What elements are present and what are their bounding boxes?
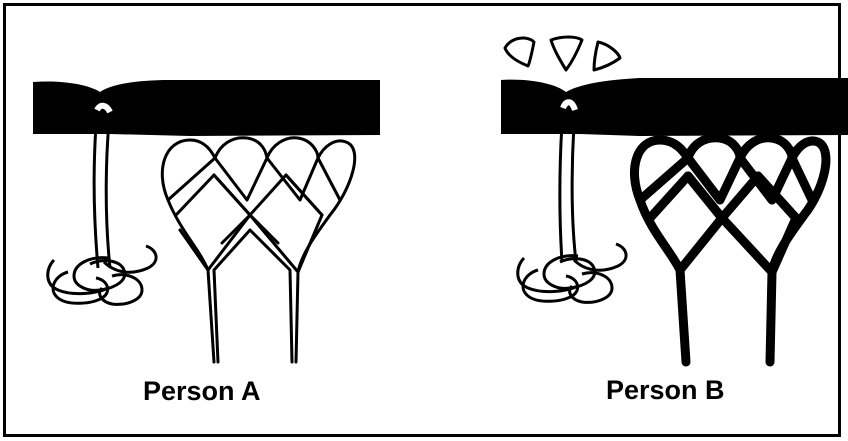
person-a-label: Person A	[143, 376, 261, 407]
person-a-structure	[33, 80, 380, 362]
particle-3	[594, 42, 620, 70]
person-a-lattice	[162, 138, 354, 362]
particle-1	[505, 38, 534, 66]
person-b-coil	[518, 244, 626, 302]
scent-particles	[505, 37, 620, 70]
person-b-lattice	[634, 138, 825, 362]
person-b-band	[501, 78, 848, 136]
person-b-structure	[501, 37, 848, 362]
person-a-coil	[48, 246, 156, 304]
particle-2	[551, 37, 582, 70]
person-b-label: Person B	[606, 375, 725, 406]
person-a-band	[33, 80, 380, 136]
